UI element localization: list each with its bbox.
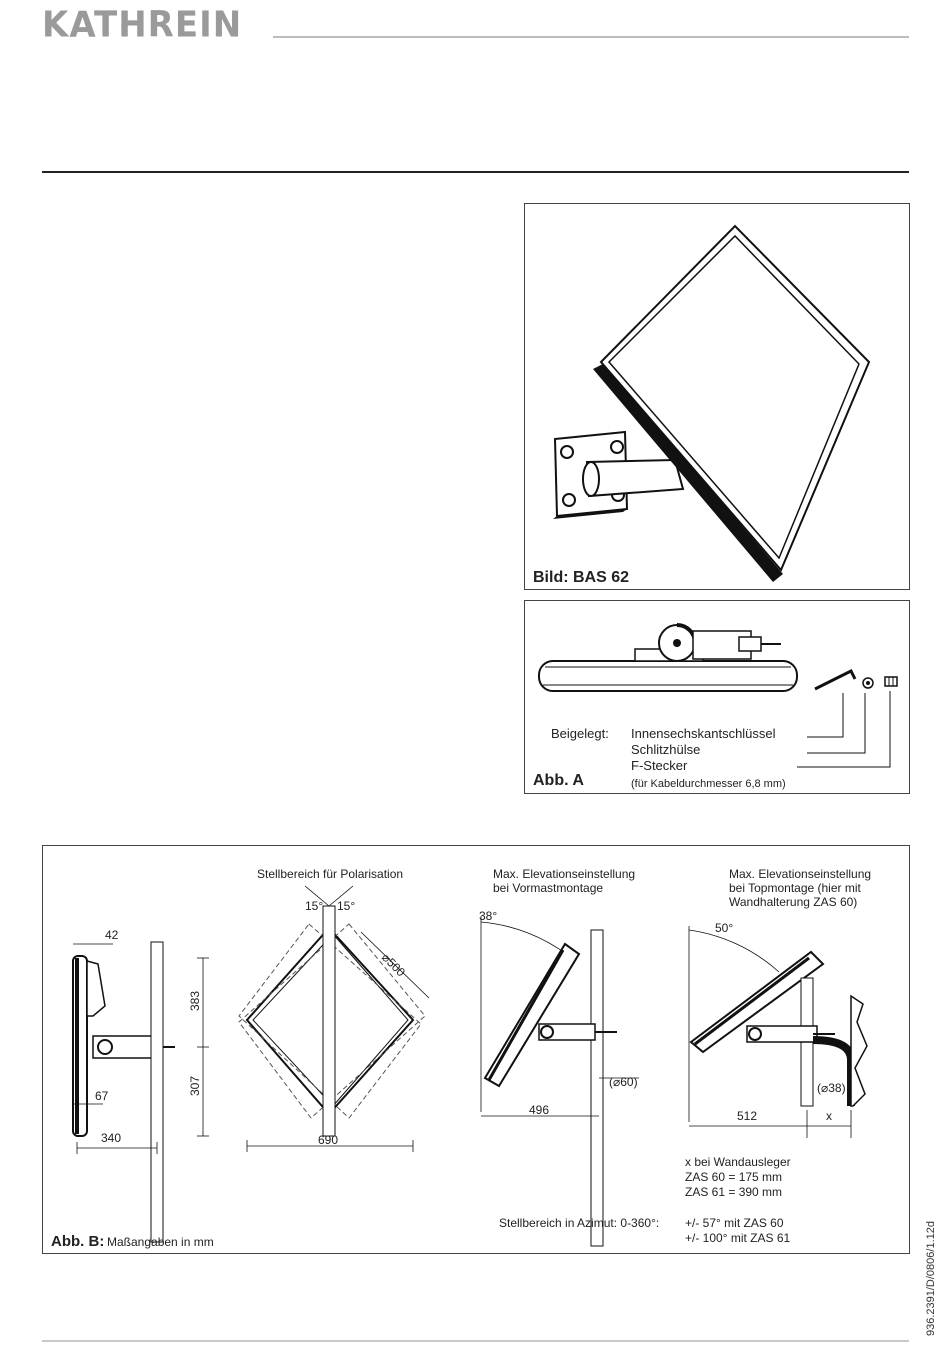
side-view: 42 383 307 67 340 [72,928,209,1243]
dim-42: 42 [105,928,119,942]
bas62-drawing: Bild: BAS 62 [533,224,871,586]
dim-496: 496 [529,1103,549,1117]
dim-340: 340 [101,1131,121,1145]
azimuth-line-1: +/- 57° mit ZAS 60 [685,1216,784,1230]
included-item-hexkey: Innensechskantschlüssel [631,726,776,741]
angle-50: 50° [715,921,733,935]
elev-mast-title-1: Max. Elevationseinstellung [493,867,635,881]
elev-top-title-1: Max. Elevationseinstellung [729,867,871,881]
angle-38: 38° [479,909,497,923]
figure-a: Beigelegt: Innensechskantschlüssel Schli… [524,600,910,794]
figure-b: 42 383 307 67 340 Stellbereich für Polar… [42,845,910,1254]
dim-383: 383 [188,991,202,1011]
pipe-38: (⌀38) [817,1081,846,1095]
abb-b-caption-bold: Abb. B: [51,1233,104,1250]
dim-67: 67 [95,1089,109,1103]
elev-mast-title-2: bei Vormastmontage [493,881,603,895]
elev-top-title-2: bei Topmontage (hier mit [729,881,862,895]
pipe-60: (⌀60) [609,1075,638,1089]
title-rule [42,171,909,173]
dim-307: 307 [188,1076,202,1096]
angle-left: 15° [305,899,323,913]
diameter-500: ⌀500 [379,950,408,979]
included-label: Beigelegt: [551,726,609,741]
polarisation-view: Stellbereich für Polarisation 15° 15° ⌀5… [238,867,430,1152]
bas62-caption: Bild: BAS 62 [533,569,629,586]
included-item-sleeve: Schlitzhülse [631,742,700,757]
included-note: (für Kabeldurchmesser 6,8 mm) [631,778,786,790]
footer-rule [42,1340,909,1342]
abb-b-caption-rest: Maßangaben in mm [107,1235,214,1249]
header-rule [273,36,909,38]
abb-b-drawing: 42 383 307 67 340 Stellbereich für Polar… [51,867,871,1250]
azimuth-line-2: +/- 100° mit ZAS 61 [685,1231,791,1245]
included-item-fconnector: F-Stecker [631,758,688,773]
figure-bas62: Bild: BAS 62 [524,203,910,590]
dim-690: 690 [318,1133,338,1147]
x-note-2: ZAS 60 = 175 mm [685,1170,782,1184]
dim-512: 512 [737,1109,757,1123]
elevation-mast-view: Max. Elevationseinstellung bei Vormastmo… [479,867,639,1247]
elev-top-title-3: Wandhalterung ZAS 60) [729,895,857,909]
abb-a-drawing: Beigelegt: Innensechskantschlüssel Schli… [533,623,898,790]
elevation-top-view: Max. Elevationseinstellung bei Topmontag… [685,867,871,1199]
kathrein-logo: KATHREIN [42,4,243,46]
x-note-3: ZAS 61 = 390 mm [685,1185,782,1199]
angle-right: 15° [337,899,355,913]
polarisation-title: Stellbereich für Polarisation [257,867,403,881]
dim-x: x [826,1109,832,1123]
abb-a-caption: Abb. A [533,772,584,789]
x-note-1: x bei Wandausleger [685,1155,791,1169]
azimuth-label: Stellbereich in Azimut: 0-360°: [499,1216,659,1230]
document-number: 936.2391/D/0806/1.12d [925,1221,937,1336]
